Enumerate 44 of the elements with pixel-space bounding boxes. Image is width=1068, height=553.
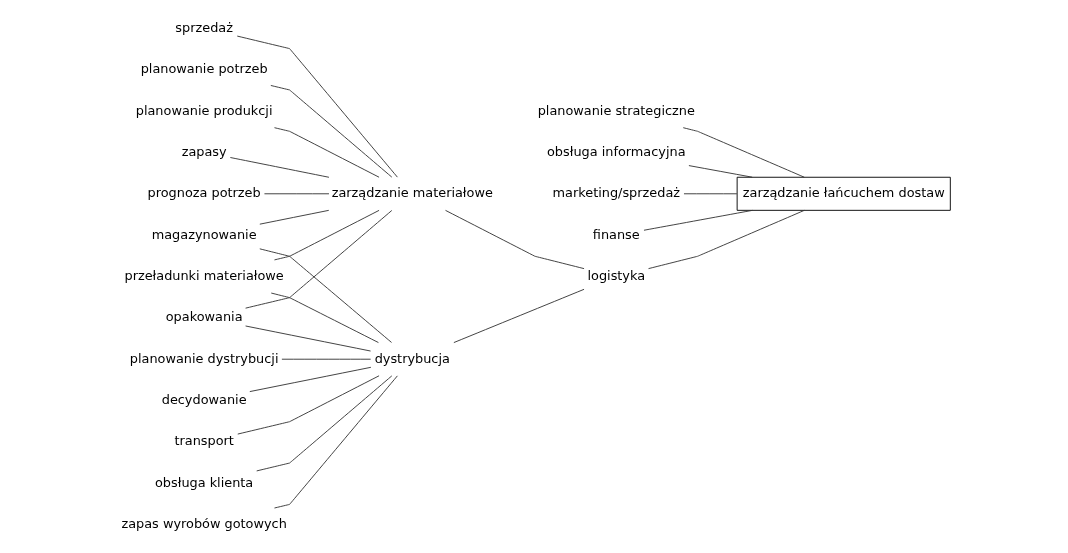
node-text: decydowanie (161, 391, 247, 407)
node-text: sprzedaż (174, 19, 233, 35)
node-text: logistyka (586, 267, 645, 283)
connector (280, 358, 371, 360)
node-text: zapas wyrobów gotowych (120, 516, 287, 532)
node-box: zarządzanie łańcuchem dostaw (736, 176, 951, 211)
connector (255, 375, 392, 472)
connector (687, 165, 753, 178)
connector (269, 85, 392, 178)
connector (258, 248, 392, 343)
node-text: zapasy (181, 143, 227, 159)
connector (236, 35, 398, 178)
node-text: prognoza potrzeb (147, 185, 261, 201)
node-text: obsługa informacyjna (546, 143, 686, 159)
connector (683, 193, 737, 195)
connector (244, 325, 371, 352)
node-text: obsługa klienta (154, 474, 253, 490)
connector (647, 209, 805, 270)
connector (643, 209, 753, 231)
connector (244, 210, 392, 309)
connector (273, 375, 398, 509)
connector (273, 209, 379, 261)
connector (248, 366, 371, 393)
connector (273, 127, 379, 178)
node-text: zarządzanie materiałowe (331, 185, 493, 201)
connector (452, 288, 584, 344)
connector (263, 193, 329, 195)
connector (270, 292, 379, 343)
node-text: planowanie potrzeb (140, 61, 268, 77)
node-text: magazynowanie (151, 226, 257, 242)
node-text: planowanie produkcji (135, 102, 273, 118)
connector (236, 375, 379, 435)
node-text: planowanie dystrybucji (129, 350, 278, 366)
connector (682, 127, 805, 178)
connector (229, 157, 329, 178)
connector (258, 209, 329, 225)
node-text: transport (173, 433, 234, 449)
node-text: planowanie strategiczne (537, 102, 695, 118)
connector (444, 209, 584, 270)
node-text: marketing/sprzedaż (552, 185, 680, 201)
node-text: przeładunki materiałowe (124, 267, 284, 283)
node-text: finanse (592, 226, 640, 242)
node-text: opakowania (165, 309, 243, 325)
node-text: dystrybucja (374, 350, 450, 366)
